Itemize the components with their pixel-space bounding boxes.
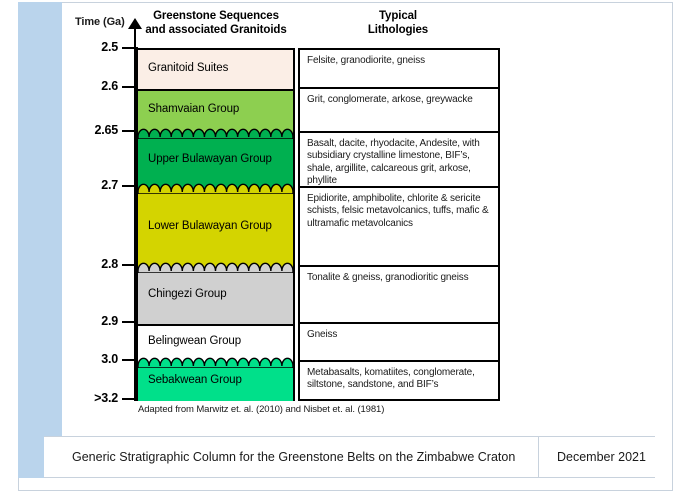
axis-tick-label: >3.2 — [94, 391, 118, 405]
strat-unit: Chingezi Group — [137, 262, 294, 324]
axis-tick — [122, 130, 138, 132]
strat-unit: Upper Bulawayan Group — [137, 128, 294, 188]
strat-unit: Lower Bulawayan Group — [137, 183, 294, 267]
axis-tick-label: 3.0 — [101, 352, 118, 366]
strat-unit-label: Belingwean Group — [148, 335, 242, 347]
axis-tick-label: 2.9 — [101, 314, 118, 328]
lithology-cell: Gneiss — [300, 324, 498, 362]
column-header-lith-line1: Typical — [378, 10, 418, 22]
time-axis-title: Time (Ga) — [75, 16, 125, 28]
lithology-cell: Epidiorite, amphibolite, chlorite & seri… — [300, 188, 498, 267]
strat-unit: Granitoid Suites — [138, 50, 293, 89]
column-header-lith-line2: Lithologies — [367, 24, 429, 36]
strat-unit-fill — [138, 324, 293, 362]
strat-unit-label: Chingezi Group — [148, 287, 227, 300]
caption-title: Generic Stratigraphic Column for the Gre… — [44, 437, 539, 477]
column-header-lithologies: Typical Lithologies — [298, 9, 498, 37]
strat-unit: Shamvaian Group — [138, 89, 293, 133]
strat-unit-fill — [138, 133, 293, 188]
lithology-cell: Felsite, granodiorite, gneiss — [300, 50, 498, 89]
time-axis-arrow-icon — [128, 18, 142, 29]
axis-tick — [122, 321, 138, 323]
caption-date: December 2021 — [557, 450, 646, 464]
unit-boundary-line — [138, 89, 293, 91]
strat-unit-fill — [138, 267, 293, 324]
caption-bar: Generic Stratigraphic Column for the Gre… — [44, 436, 655, 478]
axis-tick — [122, 47, 138, 49]
column-header-units: Greenstone Sequences and associated Gran… — [136, 9, 296, 37]
strat-unit-label: Lower Bulawayan Group — [148, 219, 272, 232]
axis-tick — [122, 398, 138, 400]
strat-unit-label: Shamvaian Group — [148, 103, 240, 115]
stratigraphic-figure: Time (Ga) Greenstone Sequences and assoc… — [62, 2, 673, 430]
lithology-cell: Metabasalts, komatiites, conglomerate, s… — [307, 367, 475, 391]
strat-unit-fill — [138, 50, 293, 89]
unit-boundary-line — [138, 324, 293, 326]
time-axis-line — [134, 26, 136, 401]
axis-tick — [122, 264, 138, 266]
axis-tick-label: 2.6 — [101, 79, 118, 93]
strat-unit: Belingwean Group — [138, 324, 293, 362]
strat-unit-fill — [138, 188, 293, 267]
column-header-units-line1: Greenstone Sequences — [153, 10, 279, 22]
axis-tick — [122, 86, 138, 88]
column-header-units-line2: and associated Granitoids — [145, 24, 287, 36]
lithology-cell: Tonalite & gneiss, granodioritic gneiss — [300, 267, 498, 324]
axis-tick-label: 2.8 — [101, 257, 118, 271]
strat-unit-label: Granitoid Suites — [148, 61, 229, 74]
axis-tick-label: 2.65 — [94, 123, 118, 137]
axis-tick-label: 2.7 — [101, 178, 118, 192]
strat-unit-label: Sebakwean Group — [148, 373, 242, 386]
strat-unit: Sebakwean Group — [137, 357, 294, 401]
axis-tick-label: 2.5 — [101, 40, 118, 54]
strat-unit-label: Upper Bulawayan Group — [148, 152, 272, 165]
axis-tick — [122, 359, 138, 361]
axis-tick — [122, 185, 138, 187]
accent-side-band — [18, 2, 62, 478]
source-credit: Adapted from Marwitz et. al. (2010) and … — [138, 404, 385, 415]
lithology-cell: Grit, conglomerate, arkose, greywacke — [300, 89, 498, 133]
lithology-cell: Basalt, dacite, rhyodacite, Andesite, wi… — [300, 133, 498, 188]
strat-unit-fill — [138, 89, 293, 133]
